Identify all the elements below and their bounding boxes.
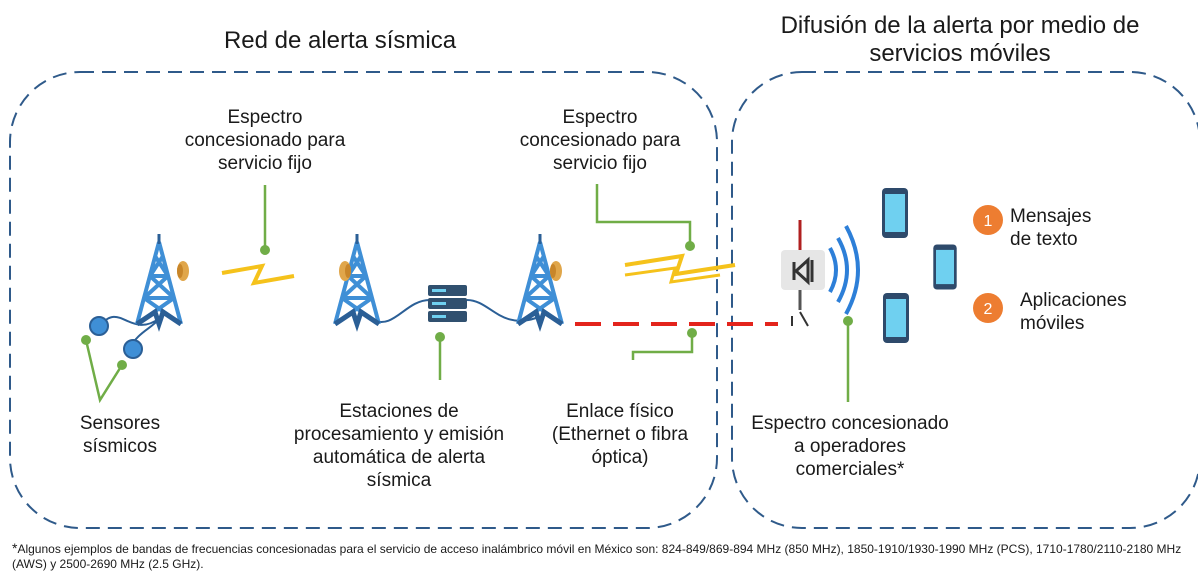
cell-tower-icon: [781, 220, 825, 327]
callout-dot: [687, 328, 697, 338]
callout-dot: [435, 332, 445, 342]
signal-waves-icon: [828, 225, 860, 315]
footnote: *Algunos ejemplos de bandas de frecuenci…: [12, 541, 1192, 572]
sensor-icon: [123, 339, 143, 359]
callout-sensors: [84, 339, 124, 404]
alert-network-title: Red de alerta sísmica: [223, 27, 457, 54]
smartphone-icon: [883, 293, 909, 343]
tower-icon: [137, 234, 181, 324]
radio-link-zigzag: [624, 253, 736, 277]
callout-dot: [117, 360, 127, 370]
radio-link-zigzag: [624, 266, 721, 284]
radio-link-zigzag: [221, 263, 295, 286]
mobile-broadcast-title: Difusión de la alerta por medio de servi…: [720, 12, 1198, 68]
badge-1-number: 1: [984, 213, 993, 230]
footnote-text: Algunos ejemplos de bandas de frecuencia…: [12, 542, 1182, 571]
mobile-broadcast-border: [731, 71, 1198, 529]
badge-2-number: 2: [984, 301, 993, 318]
dish-icon: [550, 261, 562, 281]
number-badge-icon: [973, 293, 1003, 323]
callout-dot: [81, 335, 91, 345]
alert-network-border: [9, 71, 718, 529]
dish-icon: [339, 261, 351, 281]
mobile-broadcast-title-line2: servicios móviles: [869, 40, 1051, 67]
server-icon: [428, 285, 467, 322]
smartphone-icon: [882, 188, 908, 238]
footnote-marker: *: [12, 540, 18, 556]
callout-dot: [260, 245, 270, 255]
callout-dot: [685, 241, 695, 251]
sensor-icon: [89, 316, 109, 336]
number-badge-icon: [973, 205, 1003, 235]
smartphone-icon: [933, 244, 957, 290]
dish-icon: [177, 261, 189, 281]
mobile-broadcast-title-line1: Difusión de la alerta por medio de: [780, 12, 1140, 39]
callout-link: [631, 333, 694, 360]
callout-spectrum2: [595, 184, 692, 246]
callout-dot: [843, 316, 853, 326]
